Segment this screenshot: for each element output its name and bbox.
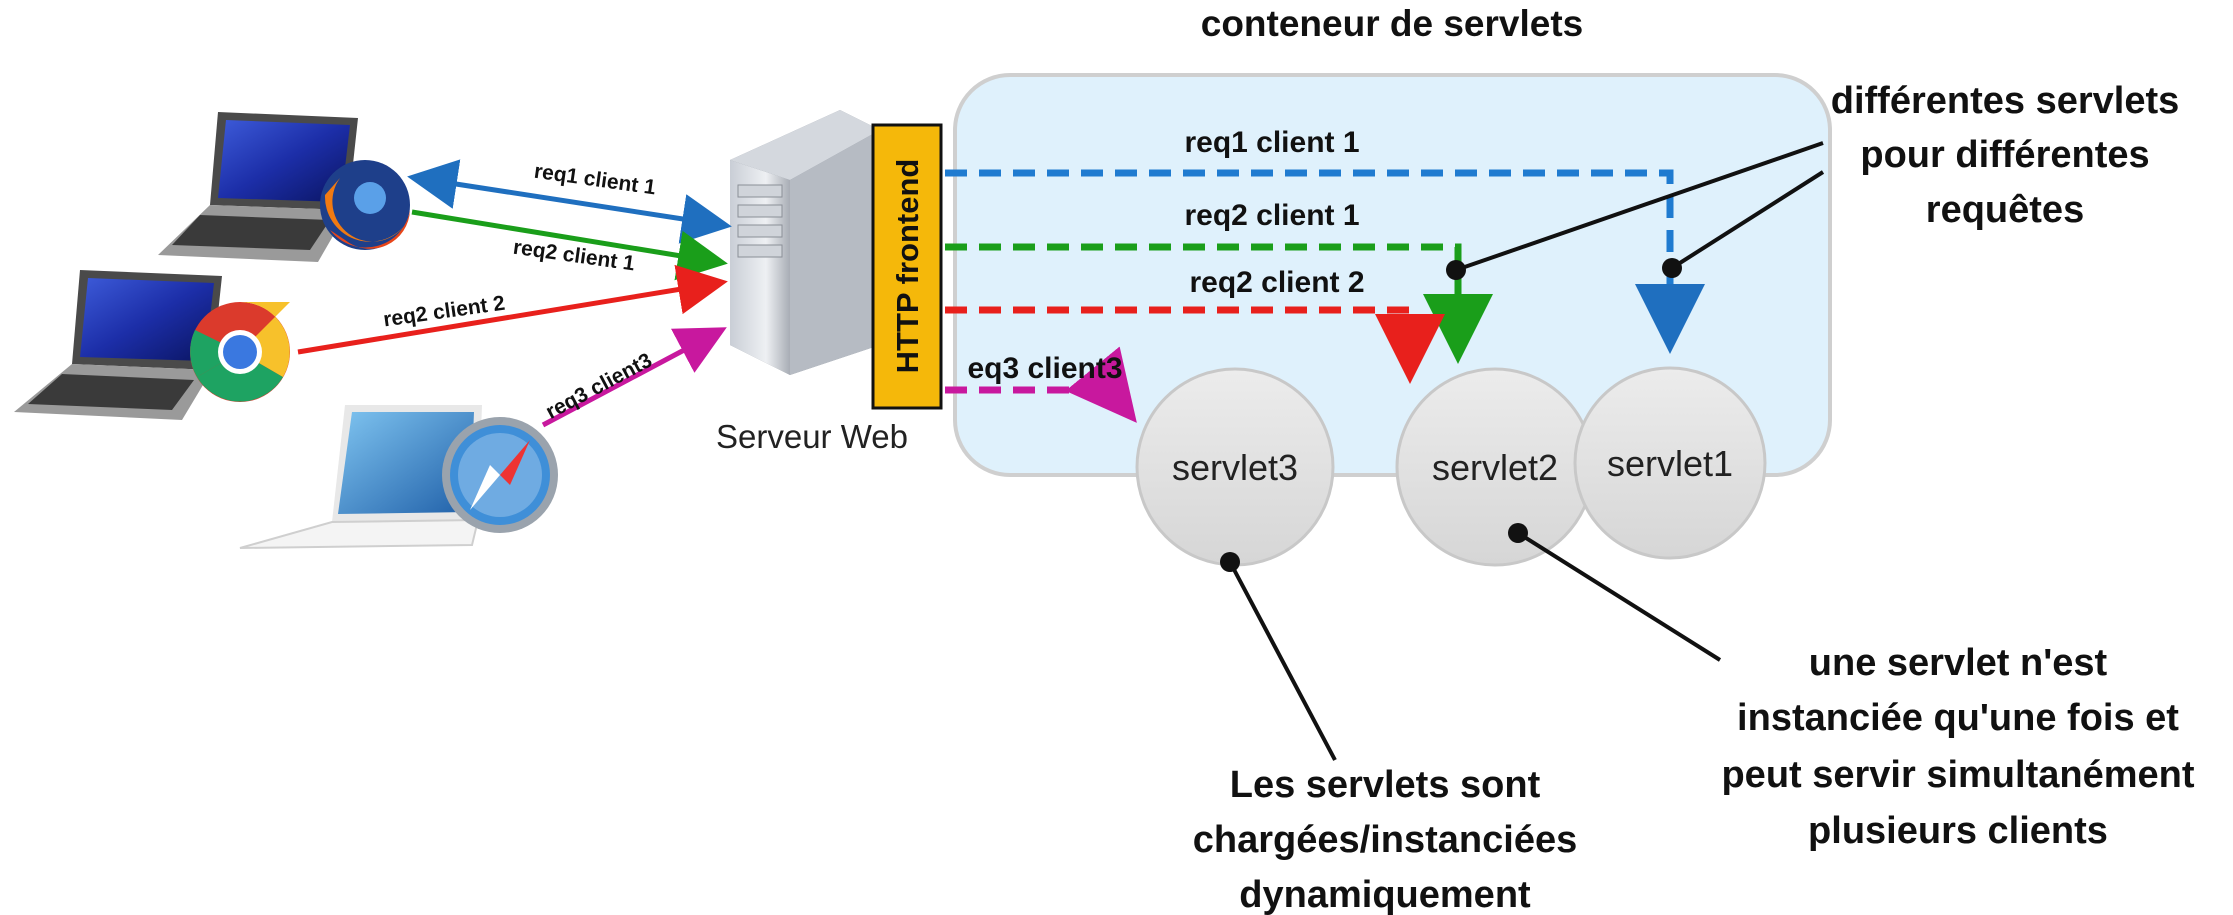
servlet2-label: servlet2 xyxy=(1432,447,1558,488)
http-frontend-label: HTTP frontend xyxy=(890,159,925,374)
arrow-req2-client1 xyxy=(411,209,728,281)
arrow-req1-client1 xyxy=(407,159,732,244)
route-req2-client1 xyxy=(945,243,1493,364)
firefox-icon xyxy=(320,160,410,250)
server-label: Serveur Web xyxy=(716,418,908,455)
callout-different-servlets-lines xyxy=(1446,141,1825,280)
annotation-single-instance-line4: plusieurs clients xyxy=(1808,810,2108,852)
server-tower-icon xyxy=(730,110,880,375)
servlet1-label: servlet1 xyxy=(1607,443,1733,484)
annotation-different-servlets-line1: différentes servlets xyxy=(1831,80,2180,122)
route-req1-client1 xyxy=(945,169,1705,354)
container-label-req2-client2: req2 client 2 xyxy=(1189,266,1364,299)
annotation-single-instance-line3: peut servir simultanément xyxy=(1721,754,2194,796)
route-req2-client2 xyxy=(945,306,1445,384)
container-label-req2-client1: req2 client 1 xyxy=(1184,199,1359,232)
annotation-dynamic-loading-line2: chargées/instanciées xyxy=(1193,819,1577,861)
annotation-dynamic-loading-line1: Les servlets sont xyxy=(1230,764,1541,806)
annotation-single-instance-line1: une servlet n'est xyxy=(1809,642,2108,684)
arrow-req3-client3 xyxy=(541,327,727,428)
annotation-single-instance-line2: instanciée qu'une fois et xyxy=(1737,697,2179,739)
annotation-different-servlets: différentes servlets pour différentes re… xyxy=(1831,80,2180,231)
laptop-safari xyxy=(239,405,482,549)
http-frontend-box xyxy=(871,123,943,410)
annotation-different-servlets-line2: pour différentes xyxy=(1860,134,2149,176)
callout-dynamic-loading-line xyxy=(1220,552,1337,761)
label-req1-client1: req1 client 1 xyxy=(533,160,658,200)
annotation-different-servlets-line3: requêtes xyxy=(1926,189,2084,231)
arrow-req2-client2 xyxy=(297,264,728,355)
callout-single-instance-line xyxy=(1508,523,1722,662)
chrome-icon xyxy=(190,302,290,402)
annotation-dynamic-loading-line3: dynamiquement xyxy=(1239,874,1531,915)
laptop-chrome xyxy=(14,270,222,420)
safari-icon xyxy=(442,417,558,533)
laptop-firefox xyxy=(158,112,358,262)
route-req3-client3 xyxy=(945,346,1137,423)
annotation-single-instance: une servlet n'est instanciée qu'une fois… xyxy=(1721,642,2194,852)
label-req2-client1: req2 client 1 xyxy=(512,236,637,276)
container-label-req1-client1: req1 client 1 xyxy=(1184,126,1359,159)
servlet3-label: servlet3 xyxy=(1172,447,1298,488)
annotation-dynamic-loading: Les servlets sont chargées/instanciées d… xyxy=(1193,764,1577,915)
servlet1-node xyxy=(1573,366,1767,560)
label-req3-client3: req3 client3 xyxy=(542,349,656,424)
container-title: conteneur de servlets xyxy=(1201,3,1583,44)
container-label-req3-client3: eq3 client3 xyxy=(967,352,1122,385)
